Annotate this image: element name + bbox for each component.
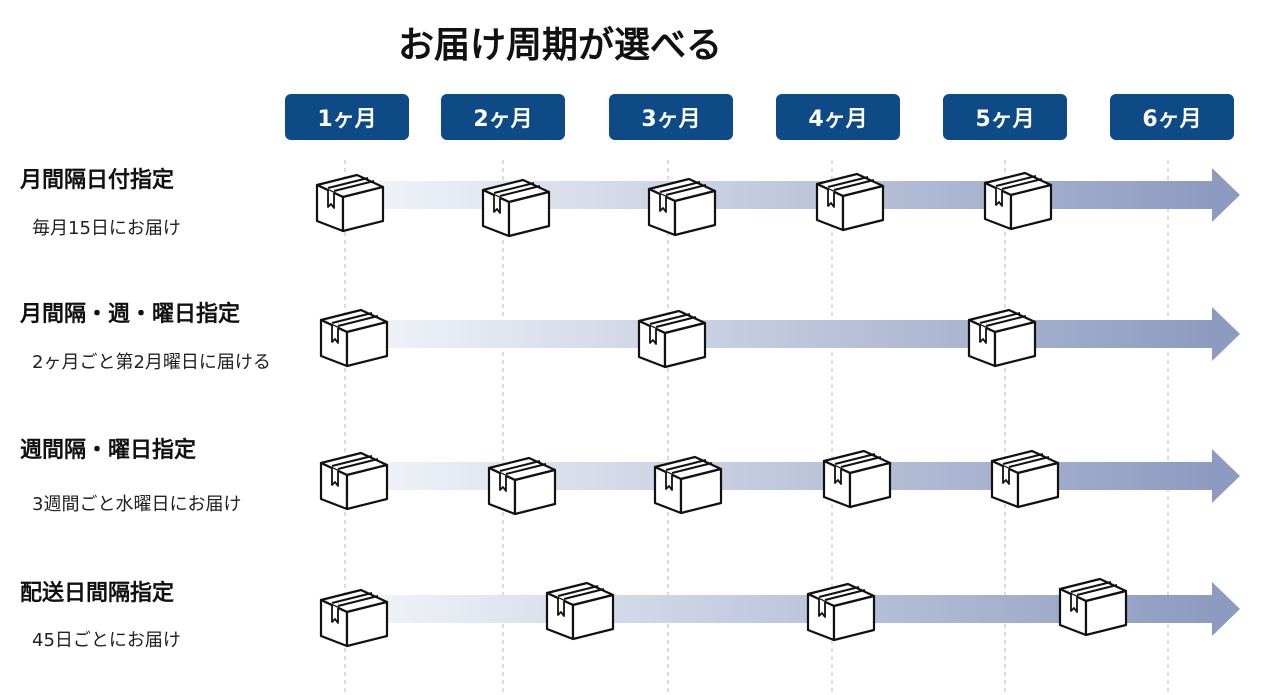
timeline-arrow-row-2 — [350, 307, 1240, 361]
package-box-icon — [967, 308, 1037, 368]
package-box-icon — [653, 455, 723, 515]
month-badge-4: 4ヶ月 — [776, 94, 900, 140]
package-box-icon — [647, 177, 717, 237]
package-box-icon — [319, 308, 389, 368]
month-badge-3: 3ヶ月 — [609, 94, 733, 140]
package-box-icon — [487, 456, 557, 516]
package-box-icon — [815, 172, 885, 232]
arrow-shaft — [350, 320, 1212, 348]
package-box-icon — [319, 588, 389, 648]
month-badge-1: 1ヶ月 — [285, 94, 409, 140]
package-box-icon — [481, 178, 551, 238]
package-box-icon — [990, 449, 1060, 509]
package-box-icon — [319, 451, 389, 511]
row-desc-weekly-weekday: 3週間ごと水曜日にお届け — [32, 494, 242, 515]
month-badge-5: 5ヶ月 — [943, 94, 1067, 140]
month-badge-2: 2ヶ月 — [441, 94, 565, 140]
package-box-icon — [545, 581, 615, 641]
arrow-head — [1212, 307, 1240, 361]
month-guides — [344, 160, 1169, 695]
page-title: お届け周期が選べる — [398, 25, 723, 66]
row-desc-monthly-weekday: 2ヶ月ごと第2月曜日に届ける — [32, 352, 271, 373]
row-title-weekly-weekday: 週間隔・曜日指定 — [20, 438, 197, 463]
timeline-arrow-row-3 — [350, 449, 1240, 503]
package-box-icon — [806, 582, 876, 642]
arrow-head — [1212, 168, 1240, 222]
package-box-icon — [1058, 577, 1128, 637]
package-box-icon — [637, 309, 707, 369]
package-box-icon — [822, 449, 892, 509]
row-desc-day-interval: 45日ごとにお届け — [32, 630, 181, 651]
package-box-icon — [315, 173, 385, 233]
month-badge-6: 6ヶ月 — [1110, 94, 1234, 140]
arrow-head — [1212, 582, 1240, 636]
arrow-head — [1212, 449, 1240, 503]
row-title-day-interval: 配送日間隔指定 — [20, 581, 175, 606]
arrow-shaft — [350, 181, 1212, 209]
arrow-shaft — [350, 462, 1212, 490]
row-title-monthly-date: 月間隔日付指定 — [20, 168, 175, 193]
package-box-icon — [983, 171, 1053, 231]
row-title-monthly-weekday: 月間隔・週・曜日指定 — [20, 302, 241, 327]
row-desc-monthly-date: 毎月15日にお届け — [32, 218, 181, 239]
